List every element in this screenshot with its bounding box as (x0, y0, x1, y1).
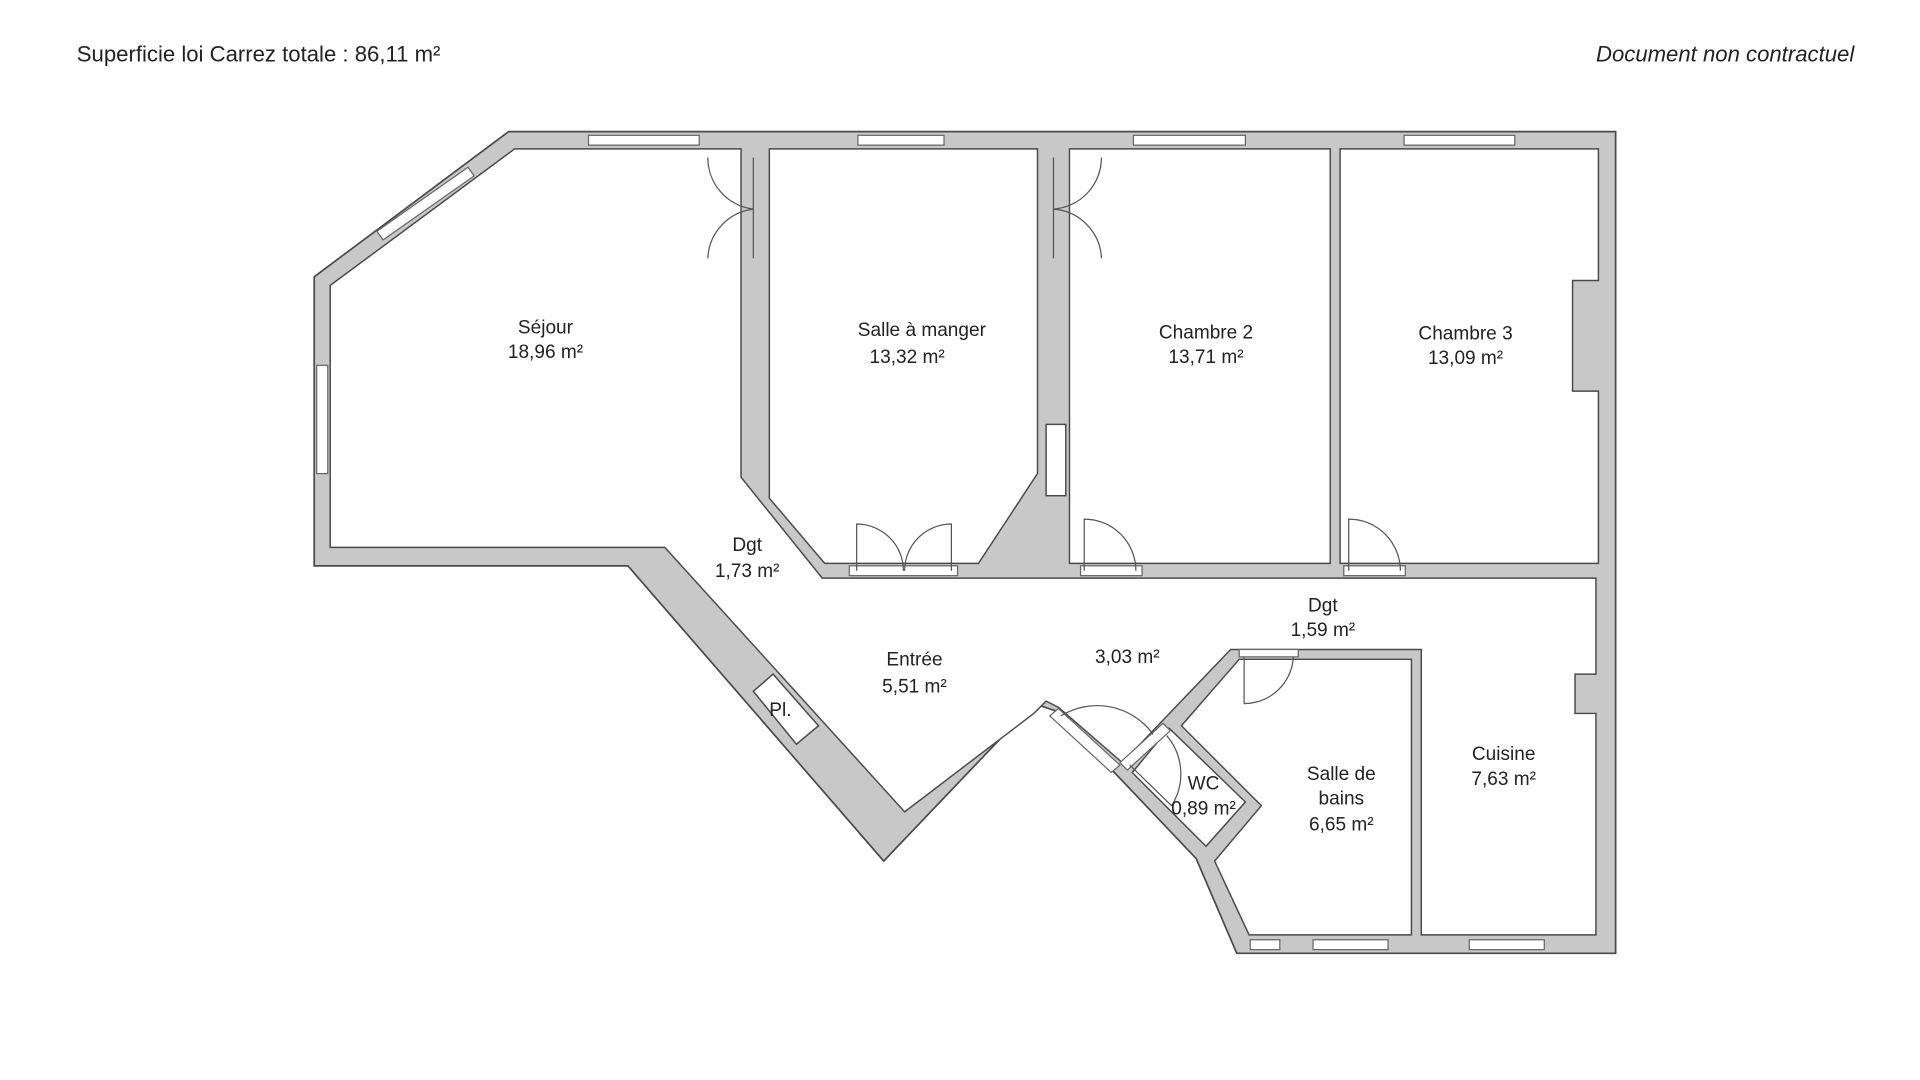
doors (707, 157, 1401, 807)
label-dgt-2: Dgt (1308, 595, 1338, 616)
label-entree: Entrée (886, 649, 942, 670)
area-wc: 0,89 m² (1171, 798, 1236, 819)
area-dgt-1: 1,73 m² (715, 561, 780, 582)
cupboard-unit (1045, 423, 1067, 497)
room-chambre-3 (1339, 148, 1600, 565)
room-wc (1131, 727, 1247, 848)
placard (752, 673, 820, 746)
label-cuisine: Cuisine (1472, 744, 1536, 765)
total-area-text: Superficie loi Carrez totale : 86,11 m² (77, 42, 441, 67)
room-salle-a-manger (768, 148, 1039, 565)
disclaimer-text: Document non contractuel (1596, 42, 1855, 67)
main-open-area (329, 148, 1597, 936)
area-dgt-2: 1,59 m² (1291, 620, 1356, 641)
area-chambre-2: 13,71 m² (1168, 347, 1243, 368)
area-chambre-3: 13,09 m² (1428, 348, 1503, 369)
area-salle-de-bains: 6,65 m² (1309, 814, 1374, 835)
label-sejour: Séjour (518, 317, 574, 338)
area-entree: 5,51 m² (882, 677, 947, 698)
windows (316, 134, 1545, 951)
area-salle-a-manger: 13,32 m² (870, 347, 945, 368)
label-dgt-1: Dgt (732, 535, 762, 556)
area-cuisine: 7,63 m² (1471, 769, 1536, 790)
label-salle-a-manger: Salle à manger (858, 320, 987, 341)
room-salle-de-bains (1180, 658, 1413, 936)
area-sejour: 18,96 m² (508, 342, 583, 363)
label-placard: Pl. (769, 700, 791, 721)
label-salle-de-bains-2: bains (1319, 788, 1365, 809)
area-hall: 3,03 m² (1095, 647, 1160, 668)
label-chambre-2: Chambre 2 (1159, 322, 1253, 343)
label-chambre-3: Chambre 3 (1418, 323, 1512, 344)
room-chambre-2 (1068, 148, 1331, 565)
label-wc: WC (1188, 774, 1220, 795)
room-labels: Séjour 18,96 m² Salle à manger 13,32 m² … (508, 317, 1536, 835)
label-salle-de-bains: Salle de (1307, 764, 1376, 785)
